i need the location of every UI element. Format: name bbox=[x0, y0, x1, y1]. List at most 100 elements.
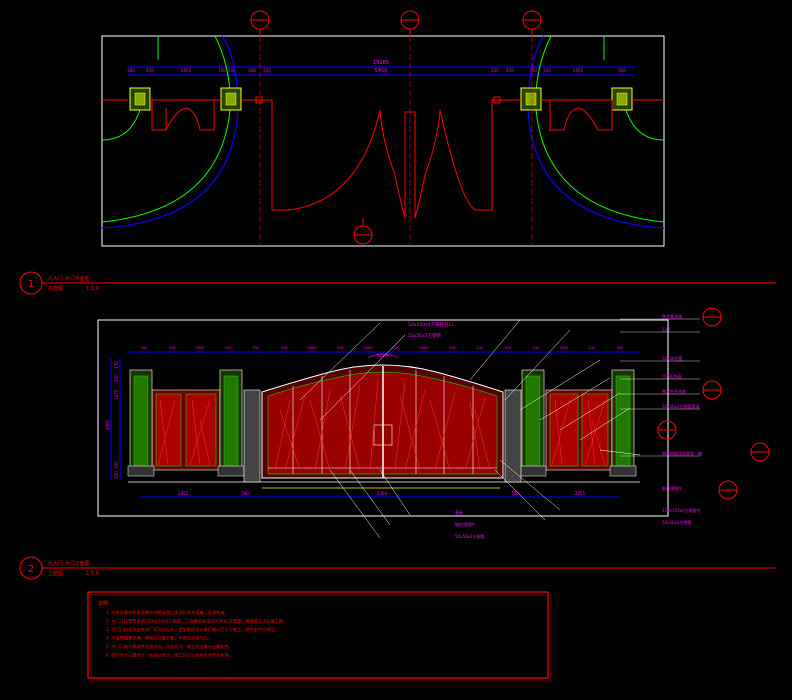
section-1-number: 1 bbox=[28, 279, 34, 290]
elev-dim-top-10: 2500 bbox=[419, 346, 429, 350]
notes-box: 说明 1. 所有金属构件表面需作除锈处理后再涂防锈漆两遍，面漆两遍。 2. 大门立… bbox=[87, 591, 552, 682]
elev-dim-bottom-1: 780 bbox=[241, 491, 249, 496]
elev-dim-bottom-0: 2855 bbox=[178, 491, 189, 496]
elev-dim-top-0: 300 bbox=[141, 346, 149, 350]
elev-gate-post-right bbox=[504, 389, 522, 483]
elev-dim-top-7: 150 bbox=[337, 346, 345, 350]
elev-callout-right-2: 50x20方管 bbox=[662, 355, 683, 361]
plan-dim-left-6: 225 bbox=[263, 68, 271, 73]
elev-callout-right-6: 钢板热镀锌防腐漆一遍 bbox=[662, 450, 702, 456]
elev-dim-top-11: 150 bbox=[449, 346, 457, 350]
elev-dim-top-15: 1955 bbox=[559, 346, 568, 350]
plan-pillar-2 bbox=[220, 87, 242, 111]
section-marker-top-left bbox=[250, 10, 270, 36]
plan-dim-left-3: 100 bbox=[218, 68, 226, 73]
plan-dim-left-1: 450 bbox=[146, 68, 154, 73]
elevation-frame bbox=[97, 319, 669, 517]
section-marker-top-right bbox=[522, 10, 542, 36]
section-2-label: 2 北大门-大门立面图 立面图 1:5.0 bbox=[19, 556, 776, 580]
section-1-title: 北大门-大门平面图 bbox=[48, 275, 90, 282]
notes-line-3: 4. 所有焊缝需饱满，焊接后打磨平整，不得有夹渣气孔。 bbox=[106, 635, 212, 642]
notes-line-2: 3. 大门门扇花饰由铁艺厂家深化设计，造型需经设计单位确认后方可施工，颜色由甲方… bbox=[106, 626, 279, 633]
plan-dim-right-3: 100 bbox=[543, 68, 551, 73]
elev-dim-left-5: 300 bbox=[114, 471, 119, 479]
elev-callout-right-1: 石材 bbox=[662, 326, 670, 332]
section-1-scale-label: 平面图 bbox=[48, 286, 63, 292]
notes-line-0: 1. 所有金属构件表面需作除锈处理后再涂防锈漆两遍，面漆两遍。 bbox=[106, 609, 229, 616]
elev-dim-top-4: 550 bbox=[253, 346, 261, 350]
elev-callout-bottom-right-1: 150x150x5方钢管柱 bbox=[662, 507, 701, 513]
elev-branch-pattern bbox=[157, 379, 606, 471]
elev-dim-top-8: 1500 bbox=[363, 346, 373, 350]
notes-line-5: 6. 图中尺寸以毫米计，标高以米计，施工时应以现场实测尺寸为准。 bbox=[106, 652, 233, 659]
elev-dim-arc: R1500 bbox=[377, 353, 390, 358]
elev-pillar-3 bbox=[519, 369, 547, 477]
elev-dim-bottom-4: 2855 bbox=[575, 491, 586, 496]
elev-fence-right bbox=[545, 389, 613, 471]
plan-dim-total: 19165 bbox=[373, 60, 389, 66]
plan-pillar-1 bbox=[129, 87, 151, 111]
plan-curve-left-outer bbox=[101, 35, 239, 229]
plan-gate-lines bbox=[102, 99, 664, 219]
section-2-number: 2 bbox=[28, 564, 34, 575]
elev-leader-lines bbox=[299, 319, 641, 539]
elev-dim-top-12: 150 bbox=[477, 346, 485, 350]
section-1-label: 1 北大门-大门平面图 平面图 1:1.0 bbox=[19, 271, 776, 295]
section-2-scale: 1:5.0 bbox=[86, 571, 99, 577]
plan-pillar-3 bbox=[520, 87, 542, 111]
elev-dim-top-6: 2500 bbox=[307, 346, 317, 350]
elev-callout-right-5: 50x50x3方钢管骨架 bbox=[662, 403, 699, 409]
plan-frame bbox=[101, 35, 665, 247]
elev-callout-left-1: 50x50x3方钢管 bbox=[408, 332, 442, 339]
notes-shadow bbox=[90, 594, 552, 682]
plan-curve-right-outer bbox=[527, 35, 665, 229]
plan-hinge-right bbox=[493, 96, 501, 104]
elev-pillar-1 bbox=[127, 369, 155, 477]
elev-callout-right-0: 铁艺屋顶漆 bbox=[662, 313, 682, 319]
notes-line-1: 2. 大门立柱骨架采用150x150x5方钢管，门扇框架采用50x50x3方钢管… bbox=[106, 618, 287, 625]
elev-gate-post-left bbox=[243, 389, 261, 483]
elevation-view: 300 150 1955 100 550 150 2500 150 1500 150 2500 150… bbox=[97, 307, 770, 539]
plan-green-arc-right bbox=[625, 109, 665, 141]
plan-curve-left-inner bbox=[101, 35, 231, 223]
plan-dim-left-5: 350 bbox=[248, 68, 256, 73]
elev-callouts-right: 铁艺屋顶漆石材50x20方管大理石饰面铁艺栏杆花饰50x50x3方钢管骨架钢板热… bbox=[620, 313, 702, 457]
elev-main-gate bbox=[261, 364, 504, 479]
elev-dim-top-16: 150 bbox=[589, 346, 597, 350]
plan-hinge-left bbox=[255, 96, 263, 104]
elev-dim-bottom-2: 5450 bbox=[377, 491, 388, 496]
plan-dim-right-4: 1955 bbox=[573, 68, 584, 73]
elev-callout-bottom-left-1: 钢柱预埋件 bbox=[455, 521, 475, 527]
plan-dim-left-2: 1955 bbox=[181, 68, 192, 73]
plan-dim-right-1: 450 bbox=[506, 68, 514, 73]
elev-dim-left-0: 2000 bbox=[105, 419, 110, 430]
elev-callout-bottom-left-0: 基础 bbox=[455, 509, 463, 515]
elev-dim-top-2: 1955 bbox=[195, 346, 204, 350]
elev-arc-dim: R1500 bbox=[367, 353, 399, 359]
elev-dim-left-3: 170 bbox=[114, 361, 119, 369]
elev-dim-top-17: 300 bbox=[617, 346, 625, 350]
notes-heading: 说明 bbox=[98, 600, 108, 607]
elev-fence-left bbox=[151, 389, 221, 471]
elev-dim-top-13: 550 bbox=[505, 346, 513, 350]
elev-dim-top-3: 100 bbox=[225, 346, 233, 350]
notes-frame bbox=[87, 591, 549, 679]
notes-lines: 1. 所有金属构件表面需作除锈处理后再涂防锈漆两遍，面漆两遍。 2. 大门立柱骨架… bbox=[106, 609, 287, 659]
elev-callout-bottom-right-0: 钢柱预埋件 bbox=[662, 485, 682, 491]
elev-callout-right-4: 铁艺栏杆花饰 bbox=[662, 388, 686, 394]
elev-detail-markers bbox=[657, 307, 770, 500]
elev-dim-left-1: 1475 bbox=[114, 389, 119, 400]
section-1-scale: 1:1.0 bbox=[86, 286, 99, 292]
plan-dim-left-4: 500 bbox=[228, 68, 236, 73]
elev-callout-bottom-left-2: 50x50x3方钢管 bbox=[455, 533, 484, 539]
plan-pillar-4 bbox=[611, 87, 633, 111]
notes-line-4: 5. 大门门轴与预埋件连接牢固，开启灵活，施工时注意与土建配合。 bbox=[106, 643, 233, 650]
plan-dim-center: 5450 bbox=[375, 68, 388, 74]
